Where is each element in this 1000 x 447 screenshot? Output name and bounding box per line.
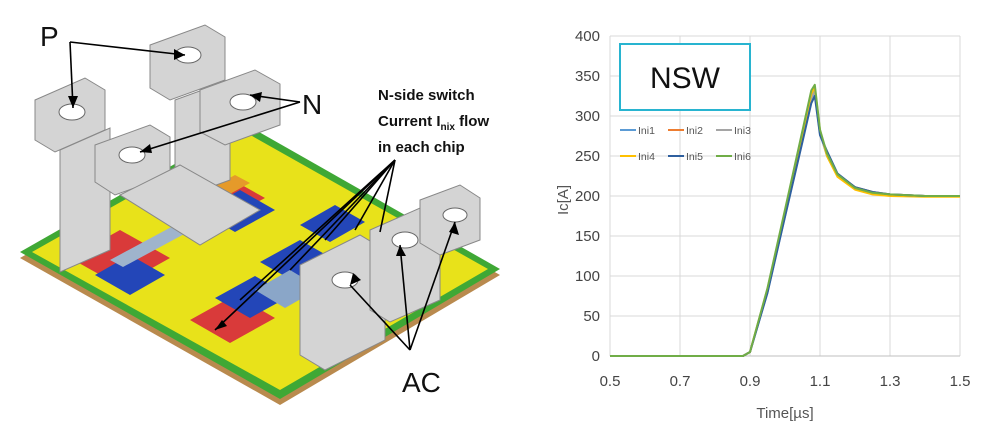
x-tick-label: 0.9: [740, 373, 761, 390]
y-tick-label: 400: [575, 28, 600, 45]
label-p: P: [40, 21, 59, 52]
x-tick-label: 0.5: [600, 373, 621, 390]
x-tick-labels: 0.5 0.7 0.9 1.1 1.3 1.5: [600, 373, 971, 390]
legend-label: Ini3: [734, 125, 751, 137]
legend-label: Ini1: [638, 125, 655, 137]
y-tick-label: 200: [575, 188, 600, 205]
x-axis-title: Time[µs]: [756, 405, 813, 422]
x-tick-label: 0.7: [670, 373, 691, 390]
legend-label: Ini2: [686, 125, 703, 137]
legend-label: Ini5: [686, 151, 703, 163]
y-tick-label: 150: [575, 228, 600, 245]
power-module-illustration: P N AC N-side switch Current Inix flow i…: [20, 21, 500, 405]
title-box: [619, 43, 751, 111]
legend-label: Ini4: [638, 151, 655, 163]
annotation-line1: N-side switch: [378, 87, 475, 104]
x-tick-label: 1.5: [950, 373, 971, 390]
series-line-ini1: [610, 92, 960, 357]
y-tick-label: 50: [583, 308, 600, 325]
power-module-diagram: P N AC N-side switch Current Inix flow i…: [20, 21, 500, 405]
y-tick-label: 0: [592, 348, 600, 365]
x-tick-label: 1.3: [880, 373, 901, 390]
callout-arrowheads: [68, 49, 459, 330]
y-tick-labels: 0 50 100 150 200 250 300 350 400: [575, 28, 600, 365]
annotation-line3: in each chip: [378, 139, 465, 156]
series-line-ini5: [610, 95, 960, 357]
chart-title: NSW: [650, 62, 721, 95]
current-chart: 0 50 100 150 200 250 300 350 400 0.5 0.7 0.9 1.1 1.3…: [540, 0, 1000, 442]
y-tick-label: 300: [575, 108, 600, 125]
label-ac: AC: [402, 367, 441, 398]
x-tick-label: 1.1: [810, 373, 831, 390]
series-layer: [610, 83, 960, 357]
label-n: N: [302, 89, 322, 120]
y-tick-label: 350: [575, 68, 600, 85]
y-tick-label: 250: [575, 148, 600, 165]
chart-svg: 0 50 100 150 200 250 300 350 400 0.5 0.7 0.9 1.1 1.3…: [555, 28, 971, 422]
y-tick-label: 100: [575, 268, 600, 285]
legend-label: Ini6: [734, 151, 751, 163]
callout-lines: [69, 41, 456, 351]
series-line-ini6: [610, 83, 960, 357]
terminal-holes: [58, 46, 468, 289]
annotation-line2: Current Inix flow: [378, 113, 489, 133]
y-axis-title: Ic[A]: [555, 185, 572, 215]
